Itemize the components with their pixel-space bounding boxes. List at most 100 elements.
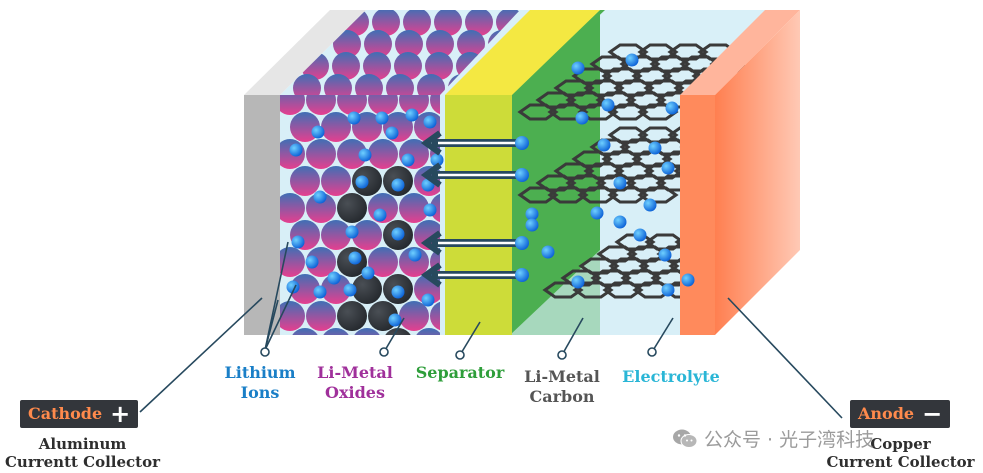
lithium-ion <box>648 141 662 155</box>
graphite-hexagon <box>535 174 577 192</box>
graphite-hexagon <box>602 281 644 299</box>
oxide-sphere <box>430 193 440 223</box>
lithium-ion <box>305 255 319 269</box>
oxide-sphere <box>290 274 320 304</box>
carbon-region <box>510 10 600 335</box>
oxide-sphere-top <box>395 30 423 58</box>
li-metal-oxides-label-line1: Li-Metal <box>317 363 393 382</box>
graphite-hexagon <box>608 257 650 275</box>
lithium-ion <box>358 148 372 162</box>
oxide-sphere-top <box>394 52 422 80</box>
oxide-sphere-top <box>355 74 383 95</box>
lithium-ion <box>313 190 327 204</box>
graphite-hexagon <box>614 233 656 251</box>
oxide-sphere-top <box>363 52 391 80</box>
li-metal-carbon-label: Li-Metal Carbon <box>512 367 612 407</box>
oxide-sphere <box>306 95 336 115</box>
lithium-ion <box>289 143 303 157</box>
arrow-head <box>420 262 442 288</box>
oxide-sphere <box>337 193 367 223</box>
lithium-ion <box>348 251 362 265</box>
lithium-ion <box>571 61 585 75</box>
lithium-ion <box>681 273 695 287</box>
graphite-hexagon <box>649 55 691 73</box>
oxide-sphere <box>414 328 440 335</box>
cathode-collector-line1: Aluminum <box>38 435 127 453</box>
graphite-hexagon <box>571 150 613 168</box>
oxide-sphere-top <box>333 30 361 58</box>
lithium-ion <box>423 115 437 129</box>
graphite-hexagon <box>578 257 620 275</box>
lithium-ion <box>658 248 672 262</box>
watermark-text: 公众号 · 光子湾科技 <box>704 429 875 451</box>
graphite-hexagon <box>625 174 667 192</box>
lithium-ions-label: Lithium Ions <box>215 363 305 403</box>
li-metal-oxides-label: Li-Metal Oxides <box>305 363 405 403</box>
oxide-sphere <box>306 193 336 223</box>
arrow-head <box>420 230 442 256</box>
graphite-hexagon <box>607 103 649 121</box>
lithium-ion <box>661 161 675 175</box>
graphite-hexagon <box>601 150 643 168</box>
lithium-ion <box>373 208 387 222</box>
anode-badge-text: Anode <box>858 404 915 423</box>
oxide-sphere <box>399 301 429 331</box>
cathode-collector-label: Aluminum Currentt Collector <box>0 435 165 471</box>
graphite-hexagon <box>547 103 589 121</box>
oxide-sphere <box>430 95 440 115</box>
graphite-hexagon <box>631 67 673 85</box>
lithium-ions-label-line2: Ions <box>240 383 280 402</box>
oxide-sphere <box>306 247 336 277</box>
lithium-ion <box>291 235 305 249</box>
oxide-sphere <box>399 247 429 277</box>
lithium-ion <box>347 111 361 125</box>
cathode-collector-top <box>244 10 366 95</box>
lithium-ion <box>345 225 359 239</box>
oxide-sphere <box>321 274 351 304</box>
oxide-sphere-top <box>332 52 360 80</box>
leader-lines <box>139 241 843 419</box>
graphite-hexagon <box>643 79 685 97</box>
lithium-ion <box>421 293 435 307</box>
graphite-hexagon <box>583 162 625 180</box>
oxide-sphere-top <box>465 10 493 36</box>
anode-collector-front <box>680 95 715 335</box>
lithium-ion <box>590 206 604 220</box>
graphite-hexagon <box>547 186 589 204</box>
oxide-sphere <box>290 166 320 196</box>
graphite-hexagon <box>572 281 614 299</box>
cathode-collector-front <box>244 95 280 335</box>
oxide-sphere <box>280 193 305 223</box>
lithium-ion <box>643 198 657 212</box>
graphite-hexagon <box>631 150 673 168</box>
carbon-front <box>510 95 600 335</box>
watermark: 公众号 · 光子湾科技 <box>672 425 874 452</box>
minus-icon: − <box>922 400 943 428</box>
lithium-ion <box>405 108 419 122</box>
anode-collector-label: Copper Current Collector <box>818 435 983 471</box>
oxide-sphere <box>290 328 320 335</box>
lithium-ion <box>313 285 327 299</box>
oxide-sphere-top <box>324 74 352 95</box>
lithium-ion <box>286 280 300 294</box>
oxide-sphere <box>368 139 398 169</box>
oxide-sphere <box>306 139 336 169</box>
arrow-ion <box>515 168 529 182</box>
oxide-sphere <box>337 95 367 115</box>
lithium-ion <box>391 178 405 192</box>
graphite-hexagon <box>565 174 607 192</box>
oxide-sphere-top <box>372 10 400 36</box>
graphite-hexagon <box>553 162 595 180</box>
lithium-ion <box>597 138 611 152</box>
li-metal-oxide-spheres-top <box>293 10 520 95</box>
lithium-ion <box>361 266 375 280</box>
ion-flow-arrows <box>420 130 529 288</box>
lithium-ion <box>525 207 539 221</box>
oxide-sphere <box>321 112 351 142</box>
separator-top-face <box>445 10 600 95</box>
graphite-hexagon <box>620 269 662 287</box>
oxide-sphere <box>399 95 429 115</box>
arrow-ion <box>515 236 529 250</box>
lithium-ions <box>286 53 695 327</box>
